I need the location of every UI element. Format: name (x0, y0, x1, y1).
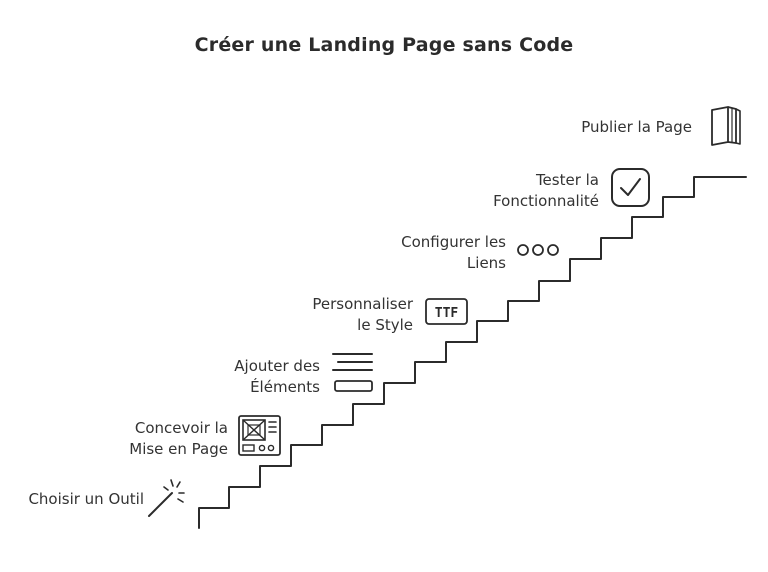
step-label-line: Ajouter des (234, 357, 320, 375)
magic-wand-icon (148, 479, 185, 517)
step-label-line: le Style (357, 316, 413, 334)
step-label-line: Configurer les (401, 233, 506, 251)
step-label-tester-fonctionnalite: Tester la Fonctionnalité (493, 170, 599, 212)
step-label-choisir-outil: Choisir un Outil (28, 489, 144, 510)
step-label-line: Éléments (250, 378, 320, 396)
page-title: Créer une Landing Page sans Code (194, 34, 574, 56)
step-label-concevoir-mise-en-page: Concevoir la Mise en Page (129, 418, 228, 460)
text-lines-icon (332, 353, 373, 392)
step-label-publier-page: Publier la Page (581, 117, 692, 138)
typography-icon-text: TTF (435, 306, 459, 321)
step-label-personnaliser-style: Personnaliser le Style (312, 294, 413, 336)
step-label-line: Mise en Page (129, 440, 228, 458)
step-label-line: Fonctionnalité (493, 192, 599, 210)
step-label-line: Liens (466, 254, 506, 272)
step-label-line: Choisir un Outil (28, 490, 144, 508)
staircase-path (198, 176, 747, 529)
step-label-line: Tester la (535, 171, 599, 189)
typography-icon: TTF (425, 298, 468, 325)
checkbox-icon (611, 168, 650, 207)
step-label-line: Personnaliser (312, 295, 413, 313)
step-label-configurer-liens: Configurer les Liens (401, 232, 506, 274)
book-icon (711, 106, 741, 146)
dots-icon (517, 244, 559, 256)
step-label-line: Concevoir la (134, 419, 228, 437)
step-label-ajouter-elements: Ajouter des Éléments (234, 356, 320, 398)
layout-wireframe-icon (238, 415, 281, 456)
step-label-line: Publier la Page (581, 118, 692, 136)
